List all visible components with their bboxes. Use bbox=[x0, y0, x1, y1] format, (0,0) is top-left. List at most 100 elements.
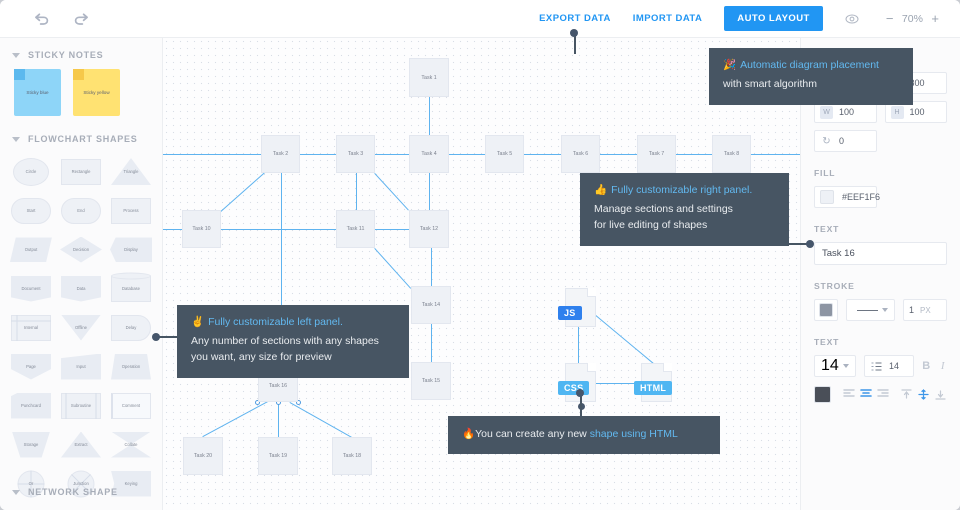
shape-item-circle[interactable]: Circle bbox=[8, 155, 54, 188]
tooltip-knob-right-panel bbox=[806, 240, 814, 248]
tooltip-stem-auto-layout bbox=[574, 32, 576, 54]
shape-item-end[interactable]: End bbox=[58, 194, 104, 227]
text-color-swatch[interactable] bbox=[814, 385, 831, 403]
shape-item-output[interactable]: Output bbox=[8, 233, 54, 266]
shape-item-comment[interactable]: Comment bbox=[108, 389, 154, 422]
export-data-button[interactable]: EXPORT DATA bbox=[539, 13, 611, 24]
canvas-node[interactable]: Task 19 bbox=[258, 437, 298, 475]
canvas-node[interactable]: Task 4 bbox=[409, 135, 449, 173]
shape-item-storage[interactable]: Storage bbox=[8, 428, 54, 461]
section-header-flowchart-shapes[interactable]: FLOWCHART SHAPES bbox=[0, 122, 162, 153]
stroke-swatch[interactable] bbox=[819, 303, 833, 317]
rotation-icon: ↻ bbox=[822, 135, 831, 147]
shape-item-collate[interactable]: Collate bbox=[108, 428, 154, 461]
italic-button[interactable]: I bbox=[940, 360, 945, 372]
align-right-icon[interactable] bbox=[876, 384, 890, 404]
zoom-out-button[interactable]: − bbox=[885, 11, 894, 26]
canvas-node[interactable]: Task 15 bbox=[411, 362, 451, 400]
top-toolbar: EXPORT DATA IMPORT DATA AUTO LAYOUT − 70… bbox=[0, 0, 960, 38]
party-popper-icon: 🎉 bbox=[723, 59, 737, 71]
shape-item-rectangle[interactable]: Rectangle bbox=[58, 155, 104, 188]
zoom-in-button[interactable]: + bbox=[931, 11, 939, 26]
stroke-color-field[interactable] bbox=[814, 299, 838, 321]
align-center-icon[interactable] bbox=[859, 384, 873, 404]
rotation-field[interactable]: ↻ 0 bbox=[814, 130, 877, 152]
shape-item-offline[interactable]: Offline bbox=[58, 311, 104, 344]
shape-item-extract[interactable]: Extract bbox=[58, 428, 104, 461]
align-left-icon[interactable] bbox=[842, 384, 856, 404]
shape-item-page[interactable]: Page bbox=[8, 350, 54, 383]
shape-item-decision[interactable]: Decision bbox=[58, 233, 104, 266]
canvas-node[interactable]: Task 5 bbox=[485, 135, 524, 173]
sticky-note-yellow[interactable]: Sticky yellow bbox=[73, 69, 120, 116]
canvas-node[interactable]: Task 6 bbox=[561, 135, 600, 173]
valign-top-icon[interactable] bbox=[899, 384, 913, 404]
canvas-node[interactable]: Task 7 bbox=[637, 135, 676, 173]
shape-item-process[interactable]: Process bbox=[108, 194, 154, 227]
file-shape-js[interactable]: JS bbox=[558, 288, 596, 327]
shape-item-document[interactable]: Document bbox=[8, 272, 54, 305]
left-shapes-panel[interactable]: STICKY NOTES Sticky blue Sticky yellow FL… bbox=[0, 38, 163, 510]
canvas-node[interactable]: Task 2 bbox=[261, 135, 300, 173]
import-data-button[interactable]: IMPORT DATA bbox=[632, 13, 703, 24]
node-label: Task 14 bbox=[421, 302, 441, 308]
shape-item-database[interactable]: Database bbox=[108, 272, 154, 305]
fill-color-field[interactable]: #EEF1F6 bbox=[814, 186, 880, 208]
stroke-style-select[interactable] bbox=[846, 299, 895, 321]
shape-item-endpoint[interactable]: Endpoint bbox=[108, 506, 154, 510]
shape-item-triangle[interactable]: Triangle bbox=[108, 155, 154, 188]
w-value: 100 bbox=[839, 107, 855, 117]
tooltip-knob-auto-layout bbox=[570, 29, 578, 37]
shape-item-subroutine[interactable]: Subroutine bbox=[58, 389, 104, 422]
file-shape-html[interactable]: HTML bbox=[634, 363, 673, 402]
canvas-node[interactable]: Task 12 bbox=[409, 210, 449, 248]
sticky-note-blue[interactable]: Sticky blue bbox=[14, 69, 61, 116]
valign-bottom-icon[interactable] bbox=[933, 384, 947, 404]
shape-item-preparation[interactable]: Preparation bbox=[58, 506, 104, 510]
eye-icon[interactable] bbox=[845, 14, 859, 24]
redo-icon[interactable] bbox=[68, 6, 94, 32]
line-height-field[interactable]: 14 bbox=[864, 355, 914, 377]
canvas-node[interactable]: Task 3 bbox=[336, 135, 375, 173]
undo-icon[interactable] bbox=[28, 6, 54, 32]
shape-item-punchcard[interactable]: Punchcard bbox=[8, 389, 54, 422]
shape-item-or[interactable]: Or bbox=[8, 467, 54, 500]
canvas-node[interactable]: Task 1 bbox=[409, 58, 449, 97]
canvas-node[interactable]: Task 18 bbox=[332, 437, 372, 475]
right-properties-panel[interactable]: ARRANGE X 200 Y 800 W 100 H 100 ↻ bbox=[800, 38, 960, 510]
canvas-node[interactable]: Task 14 bbox=[411, 286, 451, 324]
fill-swatch[interactable] bbox=[820, 190, 834, 204]
shape-item-tape[interactable]: Tape bbox=[8, 506, 54, 510]
shape-item-delay[interactable]: Delay bbox=[108, 311, 154, 344]
height-field[interactable]: H 100 bbox=[884, 101, 947, 123]
stroke-width-field[interactable]: 1 PX bbox=[903, 299, 947, 321]
connector-line bbox=[281, 173, 283, 386]
resize-handle[interactable] bbox=[255, 400, 260, 405]
chevron-down-icon bbox=[882, 308, 888, 312]
shape-item-start[interactable]: Start bbox=[8, 194, 54, 227]
canvas-node[interactable]: Task 8 bbox=[712, 135, 751, 173]
section-header-network-shape[interactable]: NETWORK SHAPE bbox=[0, 475, 118, 506]
shape-item-internal[interactable]: Internal bbox=[8, 311, 54, 344]
shape-item-operation[interactable]: Operation bbox=[108, 350, 154, 383]
bold-button[interactable]: B bbox=[922, 360, 931, 372]
shape-item-data[interactable]: Data bbox=[58, 272, 104, 305]
shape-item-junction[interactable]: Junction bbox=[58, 467, 104, 500]
shape-item-display[interactable]: Display bbox=[108, 233, 154, 266]
auto-layout-button[interactable]: AUTO LAYOUT bbox=[724, 6, 823, 31]
shape-label: Data bbox=[76, 286, 86, 291]
node-label: Task 2 bbox=[272, 151, 289, 157]
canvas-node[interactable]: Task 10 bbox=[182, 210, 221, 248]
shape-label: Or bbox=[28, 481, 34, 486]
section-header-sticky-notes[interactable]: STICKY NOTES bbox=[0, 38, 162, 69]
tooltip-link[interactable]: shape using HTML bbox=[589, 428, 678, 440]
shape-text-input[interactable]: Task 16 bbox=[814, 242, 947, 265]
font-size-select[interactable]: 14 bbox=[814, 355, 856, 377]
canvas-node[interactable]: Task 20 bbox=[183, 437, 223, 475]
canvas-node[interactable]: Task 11 bbox=[336, 210, 375, 248]
resize-handle[interactable] bbox=[296, 400, 301, 405]
shape-item-input[interactable]: Input bbox=[58, 350, 104, 383]
valign-middle-icon[interactable] bbox=[916, 384, 930, 404]
shape-item-keying[interactable]: Keying bbox=[108, 467, 154, 500]
